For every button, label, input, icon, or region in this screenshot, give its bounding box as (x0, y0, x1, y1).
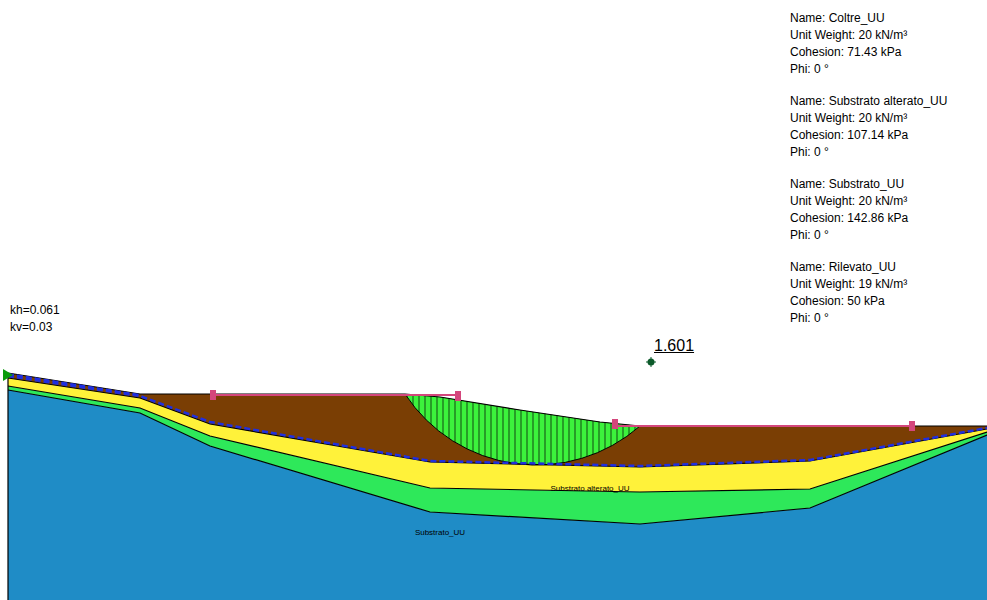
slip-surface (405, 394, 640, 465)
material-property: Phi: 0 ° (790, 146, 829, 160)
slice-line (527, 385, 528, 470)
slice-line (575, 385, 576, 470)
surface-load (211, 391, 914, 430)
slice-line (593, 385, 594, 470)
model-edge (7, 373, 8, 600)
slice-line (605, 385, 606, 470)
layer-boundaries (8, 373, 987, 600)
slice-line (563, 385, 564, 470)
material-property: Unit Weight: 20 kN/m³ (790, 195, 907, 209)
load-marker (910, 422, 914, 430)
material-property: Name: Rilevato_UU (790, 261, 896, 275)
axis-arrow (3, 369, 13, 381)
slice-line (437, 385, 438, 470)
centre-tick (651, 357, 652, 367)
slice-line (497, 385, 498, 470)
slice-line (539, 385, 540, 470)
material-property: Cohesion: 142.86 kPa (790, 212, 908, 226)
slice-line (569, 385, 570, 470)
slice-line (629, 385, 630, 470)
load-marker (613, 420, 617, 428)
region-label: Substrato_UU (415, 528, 465, 537)
load-marker (211, 391, 215, 399)
material-property: Unit Weight: 20 kN/m³ (790, 112, 907, 126)
slice-line (431, 385, 432, 470)
ground-surface (8, 373, 987, 426)
material-property: Phi: 0 ° (790, 312, 829, 326)
slice-line (491, 385, 492, 470)
slice-line (581, 385, 582, 470)
slice-line (473, 385, 474, 470)
material-property: Phi: 0 ° (790, 229, 829, 243)
slice-line (479, 385, 480, 470)
material-property: Name: Coltre_UU (790, 12, 885, 26)
slice-line (515, 385, 516, 470)
material-property: Name: Substrato_UU (790, 178, 904, 192)
water-table (8, 376, 987, 466)
material-property: Cohesion: 50 kPa (790, 295, 885, 309)
slice-line (419, 385, 420, 470)
water-table (8, 374, 140, 395)
slice-line (467, 385, 468, 470)
slice-line (551, 385, 552, 470)
safety-factor: 1.601 (654, 337, 694, 355)
slice-line (509, 385, 510, 470)
slice-line (521, 385, 522, 470)
slice-line (557, 385, 558, 470)
boundary-line (8, 390, 987, 524)
slice-line (599, 385, 600, 470)
material-property: Phi: 0 ° (790, 63, 829, 77)
material-property: Cohesion: 107.14 kPa (790, 129, 908, 143)
slice-line (449, 385, 450, 470)
slice-line (611, 385, 612, 470)
seismic-coefficient: kv=0.03 (10, 321, 52, 335)
slice-line (545, 385, 546, 470)
material-property: Name: Substrato alterato_UU (790, 95, 947, 109)
region-label: Substrato alterato_UU (550, 484, 629, 493)
slice-line (503, 385, 504, 470)
slice-line (635, 385, 636, 470)
material-property: Unit Weight: 20 kN/m³ (790, 29, 907, 43)
seismic-coefficient: kh=0.061 (10, 304, 60, 318)
slice-line (425, 385, 426, 470)
slip-centre (646, 357, 656, 367)
slice-line (533, 385, 534, 470)
material-property: Unit Weight: 19 kN/m³ (790, 278, 907, 292)
load-marker (456, 392, 460, 400)
material-property: Cohesion: 71.43 kPa (790, 46, 901, 60)
load-line (213, 394, 458, 396)
load-line (615, 425, 912, 427)
slice-line (485, 385, 486, 470)
slice-line (623, 385, 624, 470)
